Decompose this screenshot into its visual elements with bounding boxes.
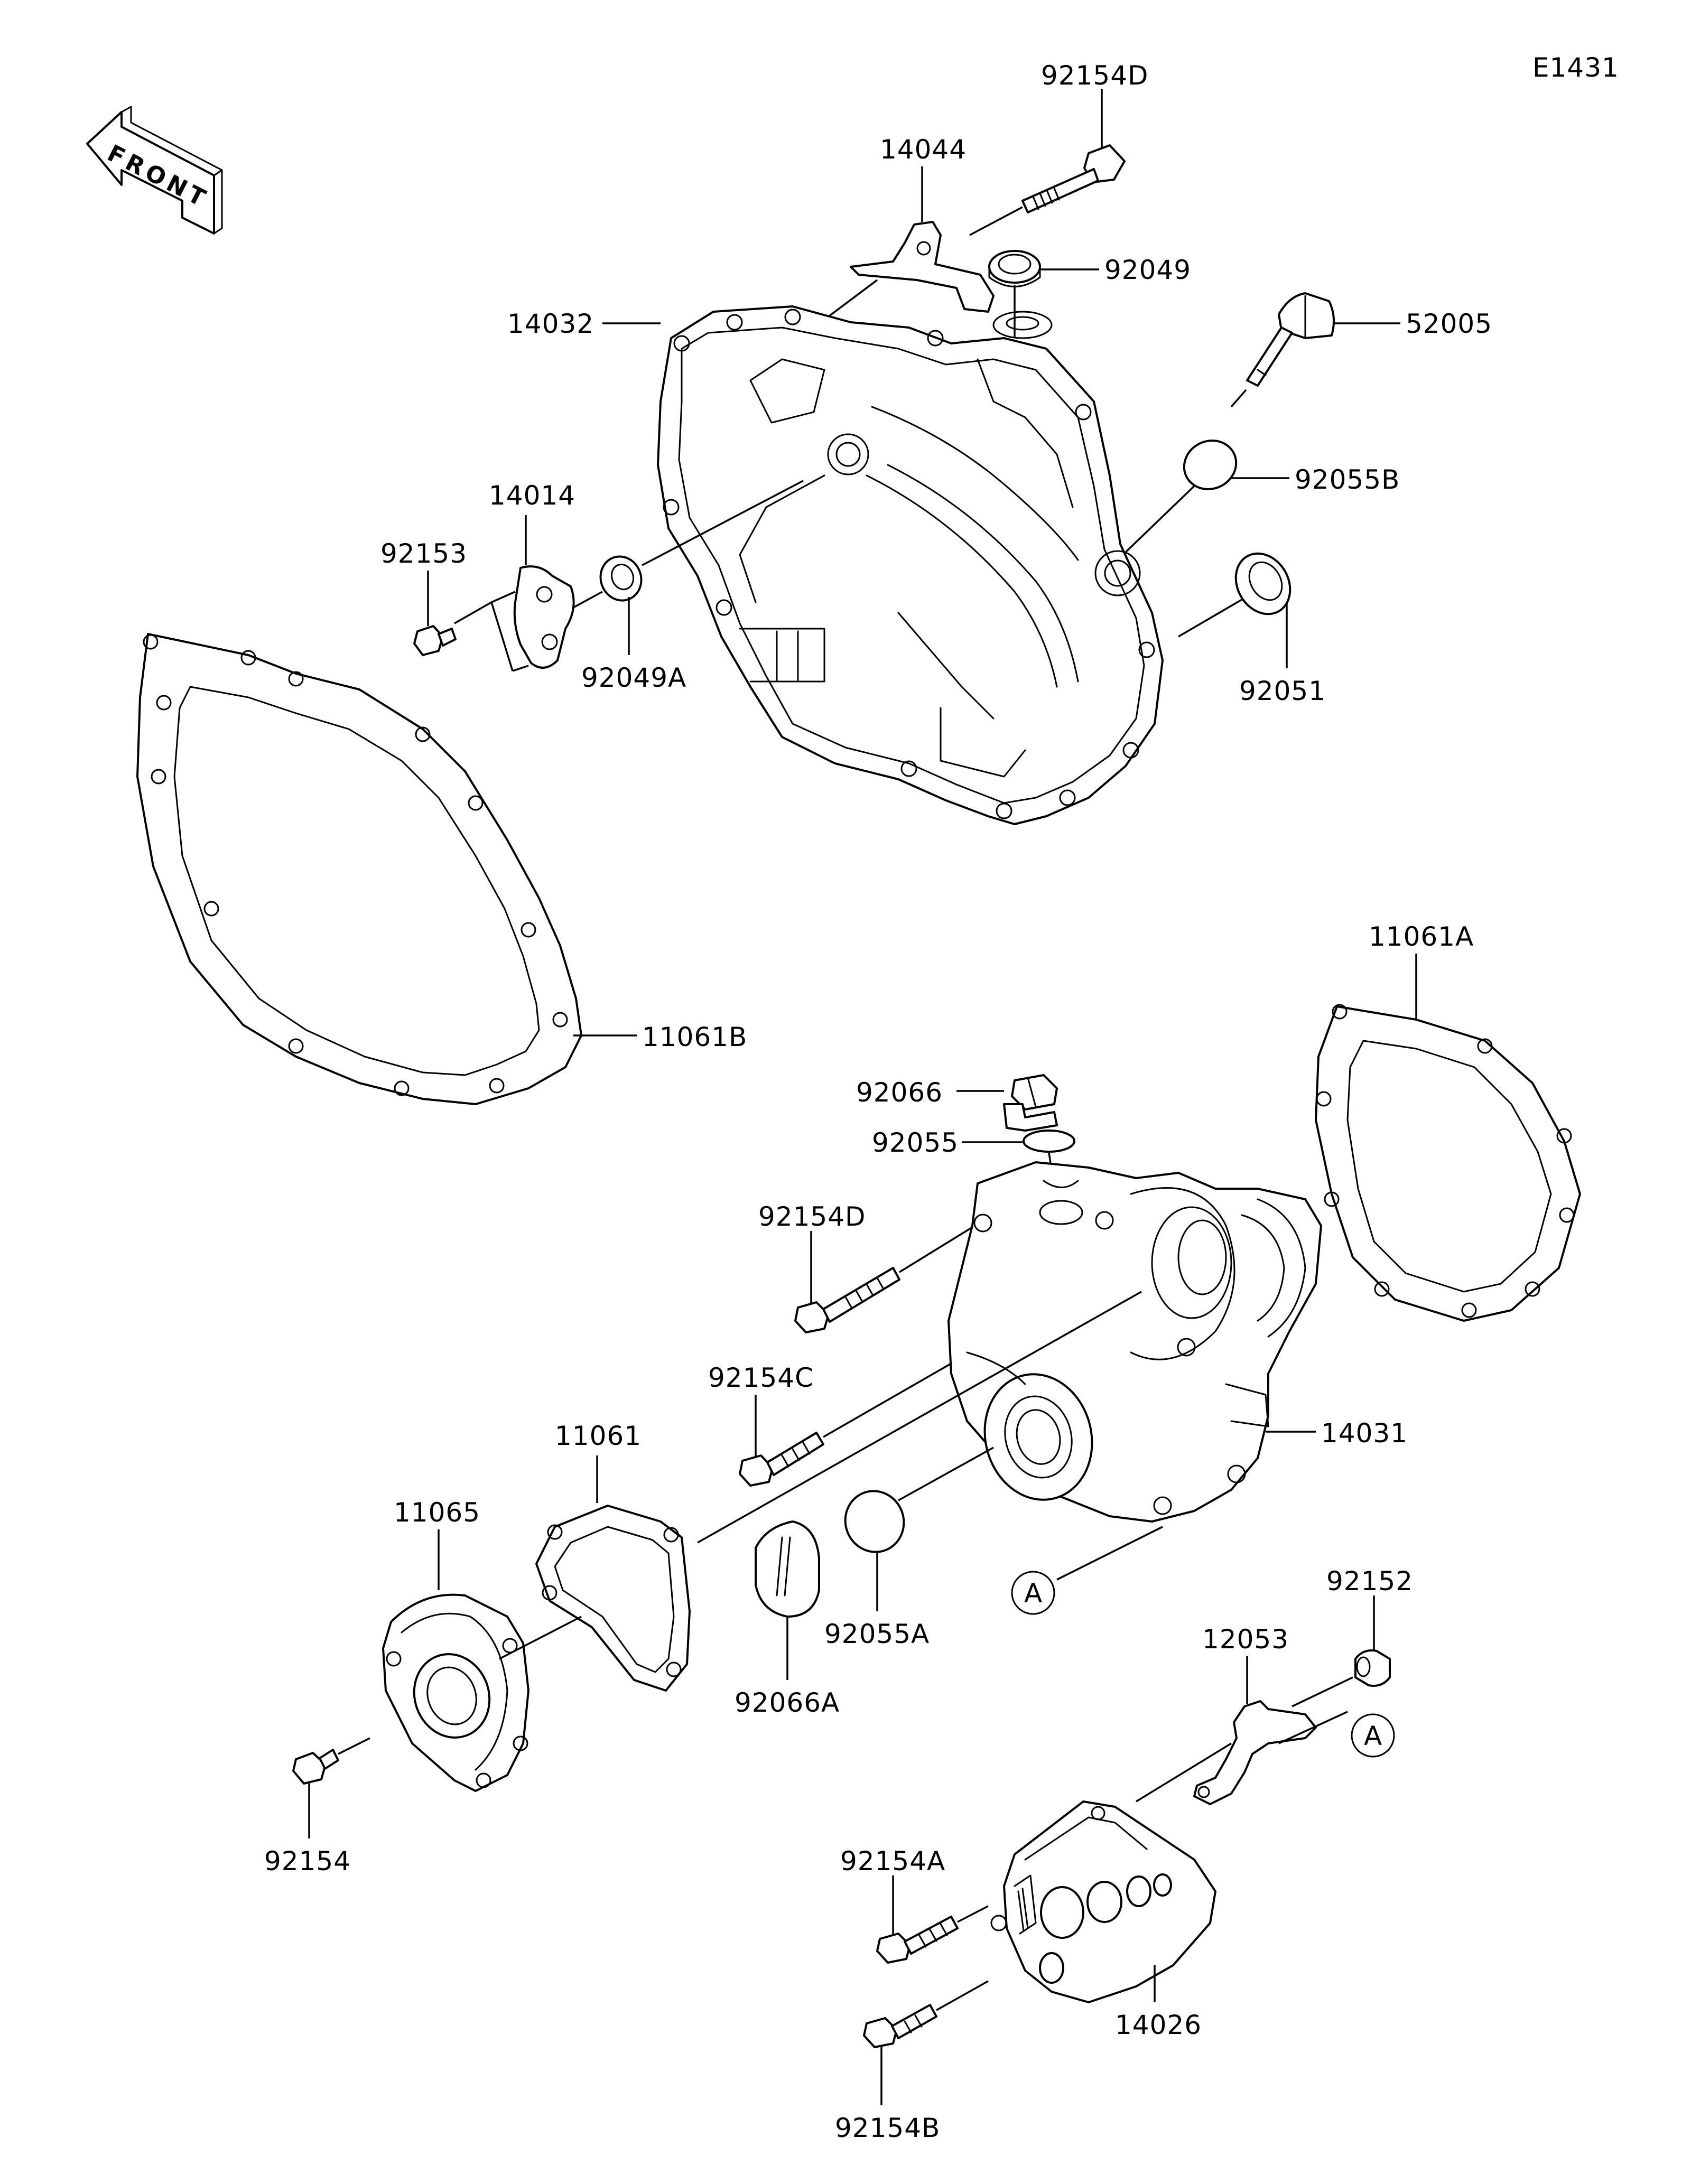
bracket-14044 xyxy=(813,166,995,329)
bolt-92154D-mid xyxy=(794,1225,975,1333)
label-14026: 14026 xyxy=(1115,2010,1202,2040)
front-arrow-icon: FRONT xyxy=(86,106,223,235)
guide-line-lower xyxy=(697,1291,1142,1544)
guide-12053 xyxy=(1136,1656,1348,1805)
label-92154: 92154 xyxy=(264,1846,351,1877)
gasket-11061 xyxy=(535,1455,691,1692)
bolt-92153 xyxy=(413,571,457,656)
collar-92152 xyxy=(1292,1595,1391,1707)
label-14031: 14031 xyxy=(1321,1418,1408,1449)
clutch-cover-14032 xyxy=(602,305,1164,825)
bolt-92154B xyxy=(863,1980,989,2105)
magneto-cover-14031 xyxy=(947,1161,1322,1523)
label-14044: 14044 xyxy=(880,134,967,165)
label-11061B: 11061B xyxy=(642,1022,747,1052)
reference-mark-a-1-label: A xyxy=(1024,1578,1043,1609)
reference-mark-a-2: A xyxy=(1351,1713,1395,1758)
label-52005: 52005 xyxy=(1406,309,1492,339)
label-92055: 92055 xyxy=(872,1127,959,1158)
label-92066: 92066 xyxy=(856,1077,943,1108)
plug-92066 xyxy=(956,1074,1058,1132)
label-92152: 92152 xyxy=(1326,1566,1413,1597)
label-11061A: 11061A xyxy=(1369,921,1474,952)
bolt-92154A xyxy=(876,1875,989,1964)
label-92066A: 92066A xyxy=(735,1687,840,1718)
oil-seal-92049A xyxy=(599,480,804,655)
o-ring-92055A xyxy=(844,1446,994,1611)
oil-seal-92049 xyxy=(988,250,1099,338)
label-92154A: 92154A xyxy=(840,1846,945,1877)
label-92055A: 92055A xyxy=(824,1619,930,1649)
label-14032: 14032 xyxy=(507,309,594,339)
reference-mark-a-2-label: A xyxy=(1364,1721,1382,1751)
gasket-11061A xyxy=(1315,954,1581,1322)
diagram-code: E1431 xyxy=(1532,52,1619,83)
o-ring-92055B xyxy=(1122,440,1289,556)
label-92051: 92051 xyxy=(1239,676,1326,706)
sprocket-cover-14026 xyxy=(990,1800,1216,2003)
reference-mark-a-1: A xyxy=(1011,1526,1163,1615)
oil-seal-92051 xyxy=(1178,552,1292,668)
label-92154D-top: 92154D xyxy=(1041,60,1149,91)
gasket-11061B xyxy=(136,633,637,1105)
label-92154C: 92154C xyxy=(708,1362,814,1393)
label-11065: 11065 xyxy=(394,1497,480,1528)
label-14014: 14014 xyxy=(489,480,575,511)
label-92055B: 92055B xyxy=(1295,464,1400,495)
key-52005 xyxy=(1230,292,1400,408)
label-92153: 92153 xyxy=(380,538,467,569)
label-92049A: 92049A xyxy=(581,662,686,693)
label-92049: 92049 xyxy=(1104,255,1191,285)
cap-92066A xyxy=(755,1520,820,1680)
cover-11065 xyxy=(382,1529,582,1792)
label-11061: 11061 xyxy=(555,1421,642,1451)
bolt-92154 xyxy=(292,1737,370,1838)
plate-14014 xyxy=(454,515,603,672)
label-92154D-mid: 92154D xyxy=(758,1201,866,1232)
label-12053: 12053 xyxy=(1202,1624,1289,1655)
bolt-92154D-top xyxy=(969,89,1126,236)
label-92154B: 92154B xyxy=(835,2113,940,2143)
